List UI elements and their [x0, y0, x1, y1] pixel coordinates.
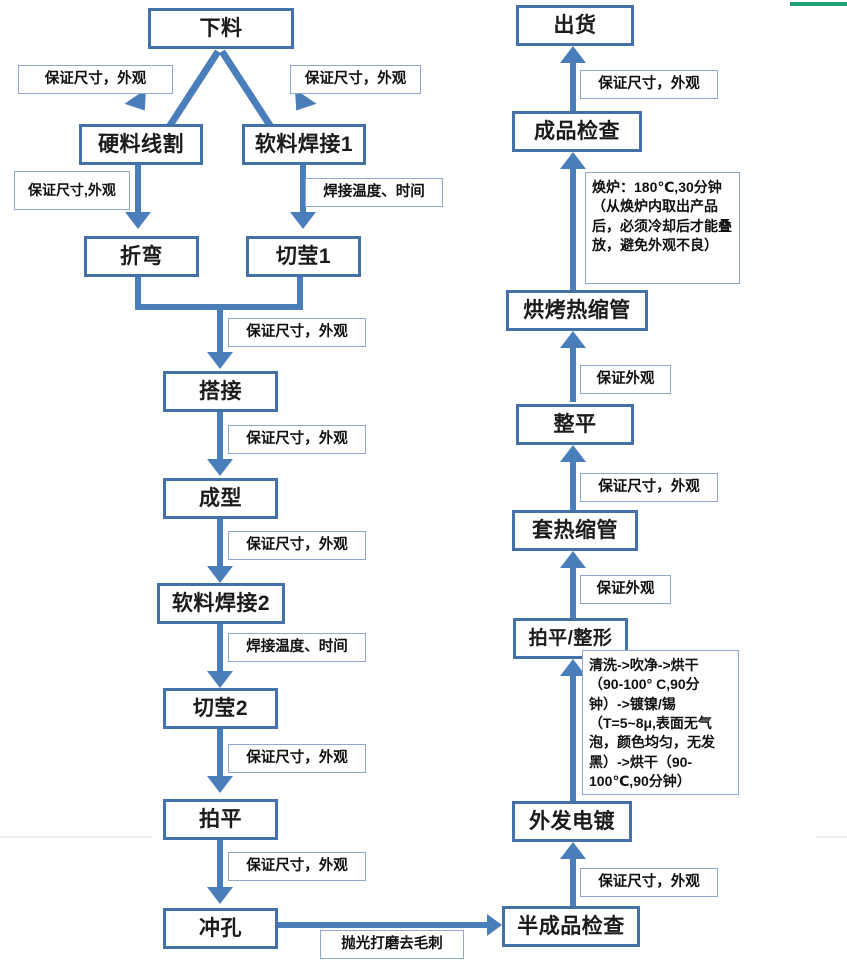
arrowhead-qiebian1: [290, 212, 316, 229]
faint-rule-right: [816, 836, 847, 838]
node-yingliaoxiange[interactable]: 硬料线割: [79, 124, 203, 165]
arrowhead-chuhuo: [560, 46, 586, 63]
arrowhead-hongkao: [560, 331, 586, 348]
connector-taoresuo-to-zhengping: [570, 460, 576, 512]
node-hongkaoresuoguan[interactable]: 烘烤热缩管: [506, 290, 648, 331]
arrowhead-chongkong: [207, 887, 233, 904]
connector-chengxing-to-ruanliao2: [217, 519, 223, 571]
note-right-5: 保证外观: [580, 575, 671, 604]
node-qiebian1[interactable]: 切莹1: [246, 236, 361, 277]
note-left-3: 保证尺寸,外观: [14, 171, 130, 210]
node-chongkong[interactable]: 冲孔: [163, 908, 278, 949]
node-ruanliaohanjie1[interactable]: 软料焊接1: [242, 124, 366, 165]
arrowhead-qiebian2: [207, 671, 233, 688]
connector-merge-to-dajie: [217, 304, 223, 357]
note-right-2-baking: 焕炉：180℃,30分钟（从焕炉内取出产品后，必须冷却后才能叠放，避免外观不良）: [585, 172, 740, 284]
arrowhead-paipingzhengxing: [560, 659, 586, 676]
connector-ruanliao2-to-qiebian2: [217, 624, 223, 676]
node-zhengping[interactable]: 整平: [516, 404, 634, 445]
connector-dajie-to-chengxing: [217, 412, 223, 464]
note-left-1: 保证尺寸，外观: [18, 65, 173, 94]
node-dajie[interactable]: 搭接: [163, 371, 278, 412]
arrowhead-taoresuo: [560, 551, 586, 568]
faint-rule-left: [0, 836, 152, 838]
connector-chengpin-to-chuhuo: [570, 61, 576, 113]
connector-chongkong-to-banchengpin: [278, 922, 489, 928]
merge-stem-left: [135, 277, 141, 310]
note-left-8: 焊接温度、时间: [228, 633, 366, 662]
note-right-4: 保证尺寸，外观: [580, 473, 718, 502]
connector-qiebian2-to-paiping: [217, 729, 223, 781]
node-xialiao[interactable]: 下料: [148, 8, 294, 49]
node-banchengpinjiancha[interactable]: 半成品检查: [502, 906, 640, 947]
note-left-7: 保证尺寸，外观: [228, 531, 366, 560]
arrowhead-chengxing: [207, 459, 233, 476]
arrowhead-zhengping: [560, 445, 586, 462]
arrowhead-zhewan: [125, 212, 151, 229]
note-right-6-plating: 清洗->吹净->烘干（90-100° C,90分钟）->镀镍/锡（T=5~8μ,…: [582, 650, 739, 795]
connector-yingliao-to-zhewan: [135, 165, 141, 217]
note-right-7: 保证尺寸，外观: [580, 868, 718, 897]
note-left-10: 保证尺寸，外观: [228, 852, 366, 881]
node-waifadianda[interactable]: 外发电镀: [512, 801, 632, 842]
merge-stem-right: [297, 277, 303, 310]
arrowhead-waifa: [560, 842, 586, 859]
connector-ruanliao1-to-qiebian1: [300, 165, 306, 217]
top-accent-strip: [790, 2, 847, 6]
arrowhead-chengpin: [560, 152, 586, 169]
node-chengpinjiancha[interactable]: 成品检查: [512, 111, 642, 152]
note-bridge: 抛光打磨去毛刺: [320, 930, 464, 959]
arrowhead-ruanliao2: [207, 566, 233, 583]
arrowhead-dajie: [207, 352, 233, 369]
node-qiebian2[interactable]: 切莹2: [163, 688, 278, 729]
node-paiping[interactable]: 拍平: [163, 799, 278, 840]
connector-banchengpin-to-waifa: [570, 857, 576, 910]
note-left-6: 保证尺寸，外观: [228, 425, 366, 454]
arrowhead-banchengpin: [487, 914, 502, 936]
note-left-4: 焊接温度、时间: [305, 178, 443, 207]
node-zhewan[interactable]: 折弯: [84, 236, 199, 277]
note-left-9: 保证尺寸，外观: [228, 744, 366, 773]
node-chuhuo[interactable]: 出货: [516, 5, 634, 46]
node-ruanliaohanjie2[interactable]: 软料焊接2: [157, 583, 285, 624]
note-left-2: 保证尺寸，外观: [290, 65, 421, 94]
note-right-1: 保证尺寸，外观: [580, 70, 718, 99]
connector-zhengping-to-hongkao: [570, 346, 576, 402]
note-left-5: 保证尺寸，外观: [228, 318, 366, 347]
node-chengxing[interactable]: 成型: [163, 478, 278, 519]
node-taoresuoguan[interactable]: 套热缩管: [512, 510, 638, 551]
note-right-3: 保证外观: [580, 365, 671, 394]
connector-paiping-to-chongkong: [217, 840, 223, 892]
arrowhead-paiping: [207, 776, 233, 793]
connector-paipingzhengxing-to-taoresuo: [570, 566, 576, 622]
connector-hongkao-to-chengpin: [570, 167, 576, 292]
connector-waifa-to-paipingzhengxing: [570, 674, 576, 805]
